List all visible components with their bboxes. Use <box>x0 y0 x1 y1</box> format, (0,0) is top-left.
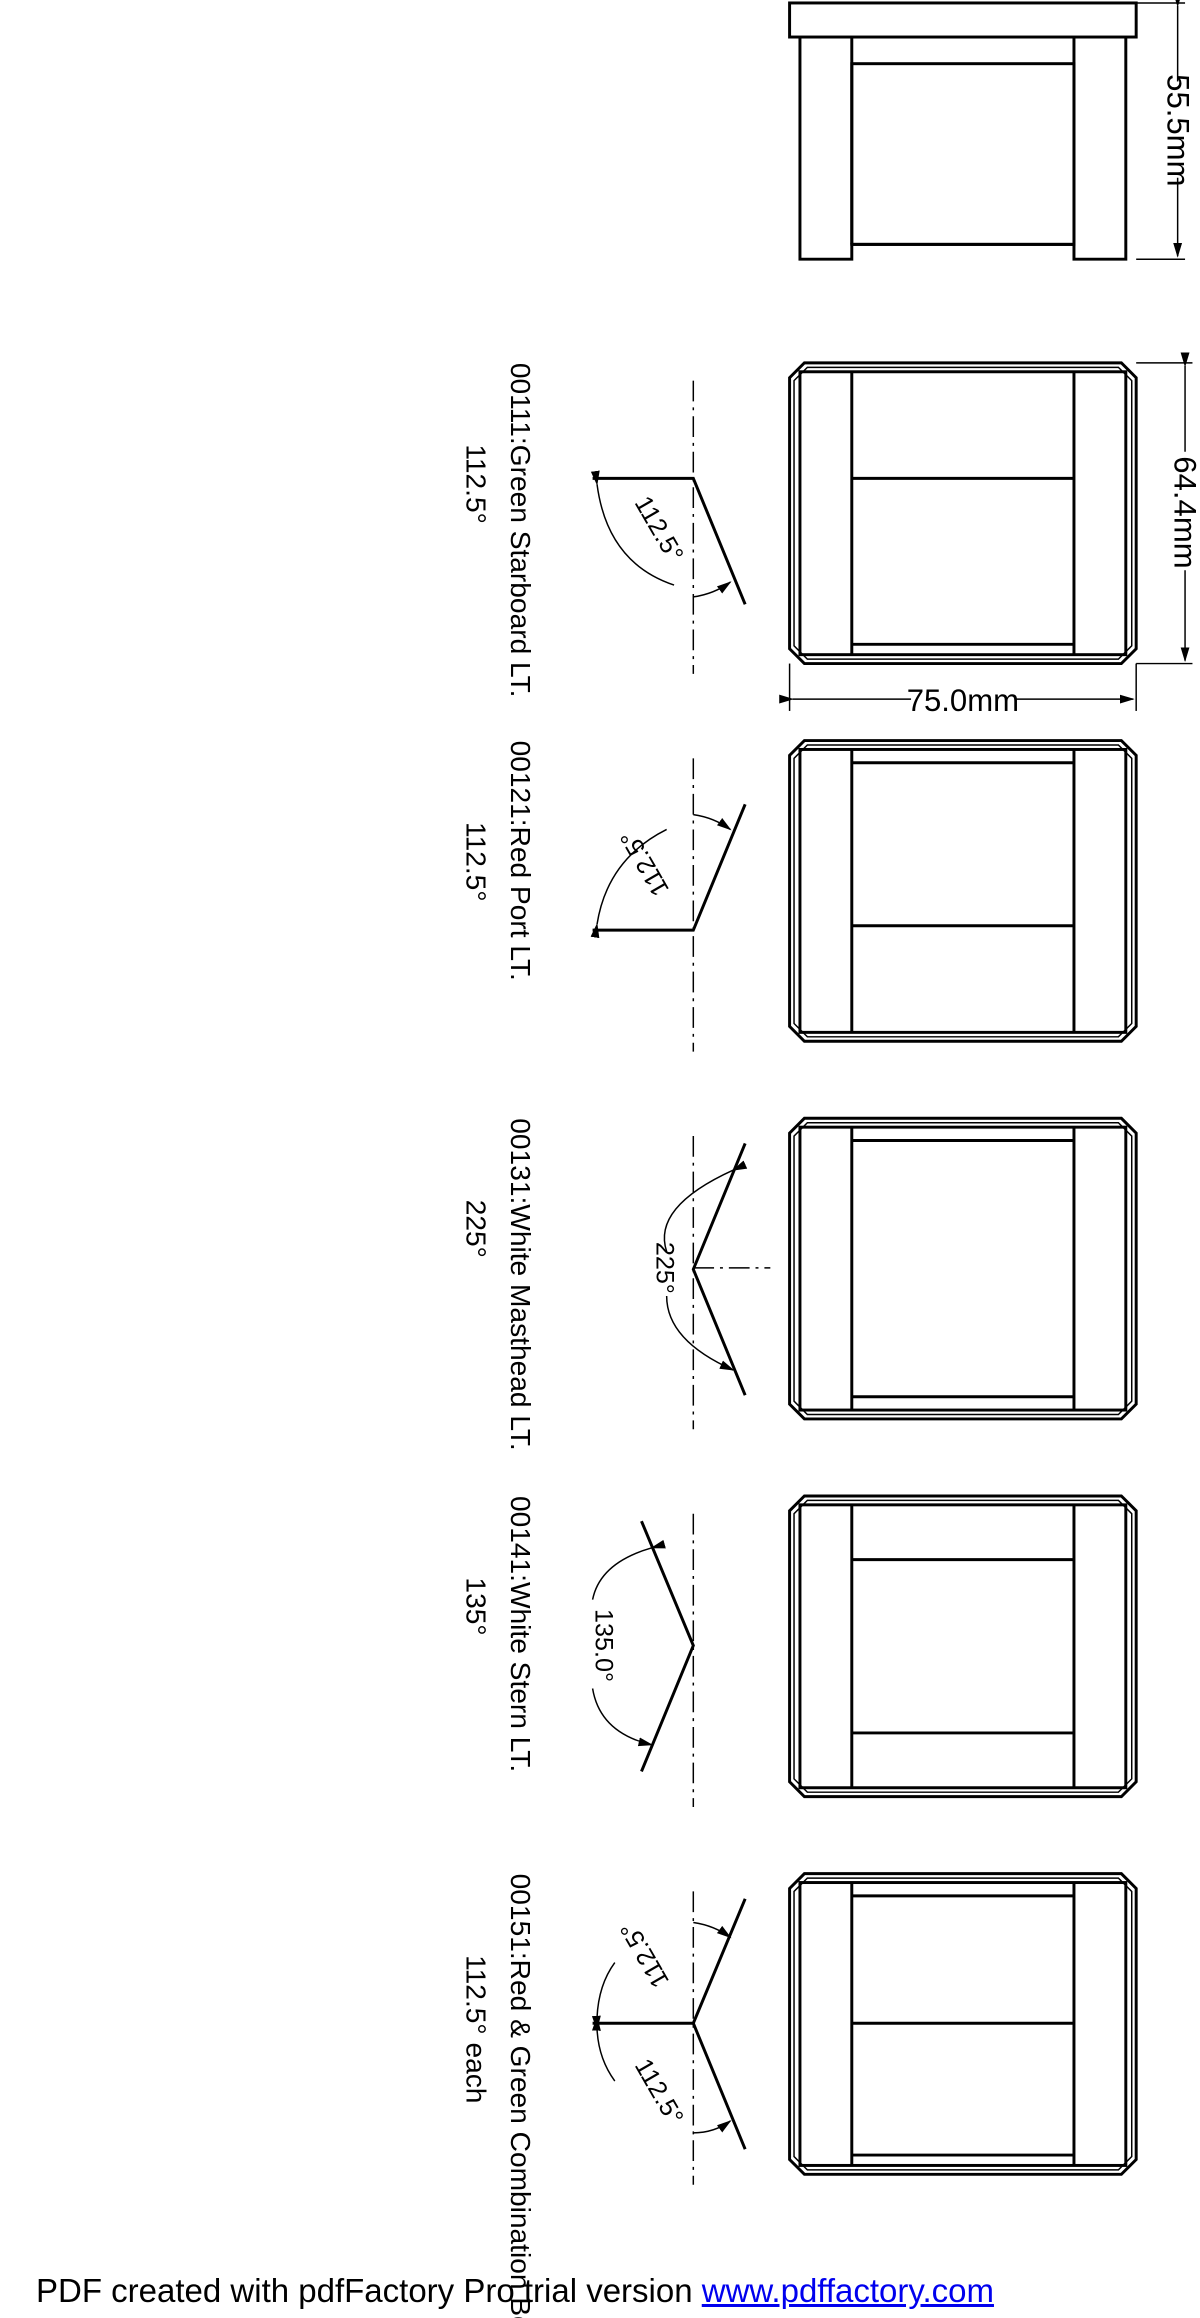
angle-arc <box>590 470 675 586</box>
angle-arc-label: 225° <box>650 1242 678 1294</box>
front-height-dimension: 64.4mm <box>1168 456 1200 568</box>
box-outline <box>788 361 1138 666</box>
beam-angle-lines <box>640 1520 695 1773</box>
section-title: 00151:Red & Green Combination Bow LT. <box>505 1874 536 2318</box>
top-cap <box>788 1 1138 39</box>
angle-arc <box>693 581 732 598</box>
box-outline-inner <box>793 1499 1133 1793</box>
angle-arc <box>665 1296 735 1371</box>
angle-arc-label: 112.5° <box>629 491 689 567</box>
section-angle: 135° <box>461 1577 492 1635</box>
angle-arc <box>693 2120 732 2134</box>
section-masthead: 225° 00131:White Masthead LT. 225° <box>461 1116 1138 1451</box>
angle-arc <box>591 1962 616 2031</box>
section-angle: 112.5° each <box>461 1955 492 2103</box>
front-view-box <box>788 1872 1138 2176</box>
angle-arc <box>663 1160 748 1252</box>
top-body <box>798 37 1128 261</box>
top-view: 55.5mm <box>788 0 1195 261</box>
top-height-dimension: 55.5mm <box>1160 74 1195 186</box>
angle-arc <box>693 813 732 831</box>
front-width-dimension: 75.0mm <box>907 683 1019 718</box>
front-view-box <box>788 1494 1138 1799</box>
section-angle: 112.5° <box>461 444 492 524</box>
angle-arc-label: 112.5° <box>629 2054 689 2130</box>
angle-arc-label: 135.0° <box>590 1609 618 1682</box>
section-starboard: 112.5° 00111:Green Starboard LT. 112.5° <box>461 361 1138 698</box>
box-frame <box>798 1881 1128 2167</box>
angle-arc <box>590 828 667 939</box>
section-port: 112.5°00121:Red Port LT.112.5° <box>461 739 1138 1052</box>
front-view-box <box>788 361 1138 666</box>
angle-arc <box>591 1688 654 1747</box>
section-bow: 112.5° 112.5° 00151:Red & Green Combinatio… <box>461 1872 1138 2318</box>
top-window <box>850 62 1076 246</box>
front-view-box <box>788 739 1138 1043</box>
angle-arc <box>591 1539 666 1600</box>
box-outline <box>788 1116 1138 1421</box>
front-view-box <box>788 1116 1138 1421</box>
pdf-footer: PDF created with pdfFactory Pro trial ve… <box>36 2272 994 2310</box>
box-frame <box>798 1125 1128 1412</box>
section-angle: 112.5° <box>461 822 492 902</box>
box-outline-inner <box>793 744 1133 1038</box>
box-outline <box>788 739 1138 1043</box>
beam-angle-lines <box>592 1898 747 2150</box>
box-frame <box>798 370 1128 657</box>
box-outline <box>788 1872 1138 2176</box>
footer-text: PDF created with pdfFactory Pro trial ve… <box>36 2272 702 2309</box>
pdffactory-link[interactable]: www.pdffactory.com <box>701 2272 994 2309</box>
box-outline-inner <box>793 1121 1133 1416</box>
section-angle: 225° <box>461 1200 492 1258</box>
box-frame <box>798 747 1128 1034</box>
beam-angle-lines <box>691 1142 747 1396</box>
box-frame <box>798 1503 1128 1790</box>
section-stern: 135.0° 00141:White Stern LT. 135° <box>461 1494 1138 1808</box>
angle-arc <box>693 1921 732 1939</box>
box-outline-inner <box>793 366 1133 660</box>
section-title: 00131:White Masthead LT. <box>505 1118 536 1451</box>
section-title: 00121:Red Port LT. <box>505 741 536 981</box>
beam-angle-lines <box>592 476 747 605</box>
section-title: 00111:Green Starboard LT. <box>505 363 536 698</box>
front-view-dimensions: 64.4mm 75.0mm <box>779 352 1200 718</box>
angle-arc <box>591 2015 616 2082</box>
beam-angle-lines <box>592 803 747 932</box>
angle-arc-label: 112.5° <box>615 1917 675 1993</box>
section-title: 00141:White Stern LT. <box>505 1496 536 1772</box>
box-outline <box>788 1494 1138 1799</box>
